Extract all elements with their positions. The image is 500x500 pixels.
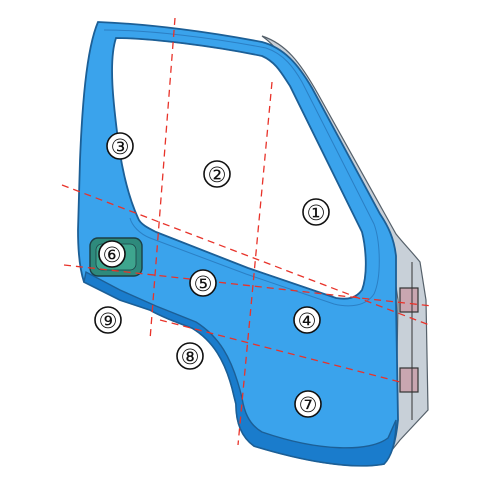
cut-line-lower-diagonal xyxy=(159,319,401,383)
svg-text:②: ② xyxy=(208,163,227,187)
cut-line-mid-diagonal xyxy=(63,264,433,307)
svg-text:⑥: ⑥ xyxy=(103,243,122,267)
svg-text:⑧: ⑧ xyxy=(181,345,200,369)
window-outer-lip xyxy=(103,29,380,307)
zone-9-label: ⑨ xyxy=(94,306,122,334)
zone-6-label: ⑥ xyxy=(98,240,126,268)
zone-1-label: ① xyxy=(302,198,330,226)
zone-5-label: ⑤ xyxy=(189,269,217,297)
zone-4-label: ④ xyxy=(293,306,321,334)
cut-lines xyxy=(61,17,433,446)
svg-text:①: ① xyxy=(307,201,326,225)
upper-hinge xyxy=(399,287,419,313)
svg-text:⑤: ⑤ xyxy=(194,272,213,296)
window-inner-lip xyxy=(115,37,367,300)
zone-2-label: ② xyxy=(203,160,231,188)
svg-text:③: ③ xyxy=(111,135,130,159)
cut-line-vertical-left xyxy=(149,17,176,341)
zone-7-label: ⑦ xyxy=(294,390,322,418)
zone-8-label: ⑧ xyxy=(176,342,204,370)
svg-text:④: ④ xyxy=(298,309,317,333)
zone-3-label: ③ xyxy=(106,132,134,160)
lower-hinge xyxy=(399,367,419,393)
cut-line-upper-diagonal xyxy=(61,184,433,327)
svg-text:⑨: ⑨ xyxy=(99,309,118,333)
cut-line-vertical-right xyxy=(237,81,273,446)
svg-text:⑦: ⑦ xyxy=(299,393,318,417)
